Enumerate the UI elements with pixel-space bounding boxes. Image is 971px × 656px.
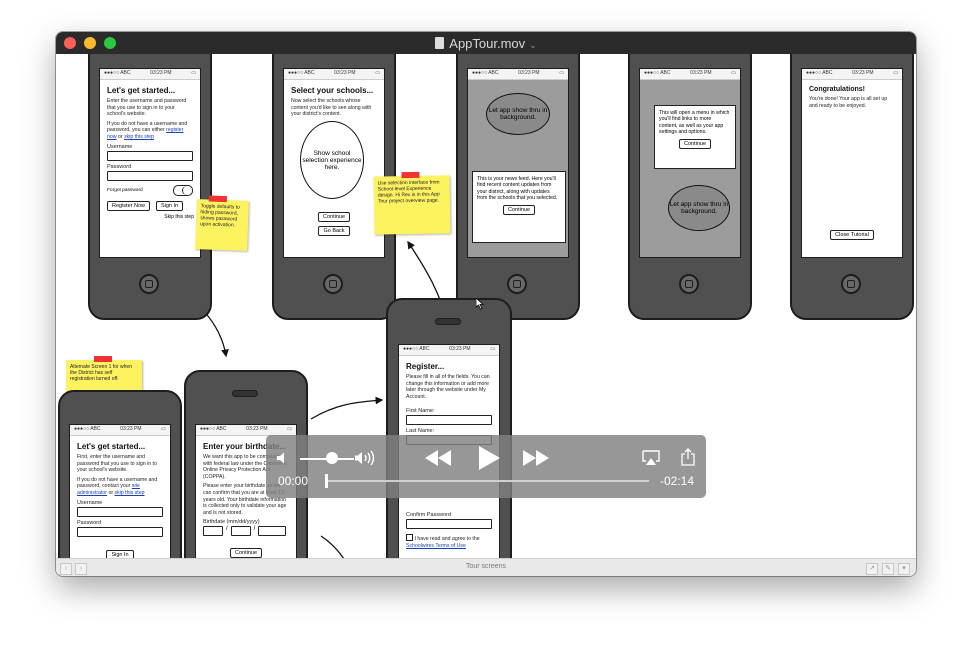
play-icon[interactable]: [477, 445, 501, 471]
volume-low-icon[interactable]: [276, 451, 290, 465]
screen-title: Register...: [406, 362, 445, 371]
share-icon[interactable]: [681, 448, 695, 466]
airplay-icon[interactable]: [642, 450, 660, 466]
continue-button[interactable]: Continue: [317, 212, 351, 222]
username-field[interactable]: [77, 506, 163, 517]
site-administrator-link[interactable]: site administrator: [77, 483, 140, 496]
password-field[interactable]: [77, 526, 163, 537]
screen-title: Let's get started...: [107, 86, 176, 95]
sign-in-button[interactable]: Sign In: [156, 200, 184, 211]
sticky-note-selection: Use selection interface from School-leve…: [373, 171, 451, 235]
playhead[interactable]: [325, 474, 328, 488]
rewind-icon[interactable]: [424, 449, 452, 467]
skip-step-link[interactable]: skip this step: [124, 133, 155, 140]
home-button-icon: [841, 274, 861, 294]
home-button-icon: [507, 274, 527, 294]
password-field[interactable]: [107, 170, 193, 181]
screen-title: Enter your birthdate...: [203, 442, 287, 451]
show-password-toggle[interactable]: [173, 184, 193, 196]
birth-month-field[interactable]: [203, 526, 223, 537]
birth-day-field[interactable]: [230, 526, 251, 537]
mouse-cursor-icon: [476, 298, 484, 310]
toolbar-menu-button[interactable]: ▾: [898, 563, 910, 575]
canvas-bottom-toolbar: ‹ › Tour screens ↗ ✎ ▾: [56, 558, 916, 576]
movie-file-icon: [435, 37, 445, 49]
earpiece: [435, 318, 461, 325]
scrubber-bar[interactable]: [325, 474, 649, 488]
register-now-button[interactable]: Register Now: [107, 200, 151, 211]
username-field[interactable]: [107, 150, 193, 161]
home-button-icon: [679, 274, 699, 294]
screen-title: Congratulations!: [809, 86, 865, 93]
home-button-icon: [323, 274, 343, 294]
skip-step-text: Skip this step: [164, 213, 194, 220]
sticky-note-toggle: Toggle defaults to hiding password, show…: [195, 195, 249, 251]
screen-title: Let's get started...: [77, 442, 146, 451]
toolbar-edit-button[interactable]: ✎: [882, 563, 894, 575]
go-back-button[interactable]: Go Back: [318, 226, 350, 236]
screen-text: Now select the schools whose content you…: [291, 98, 372, 118]
chevron-down-icon: ⌄: [529, 40, 537, 50]
minimize-window-button[interactable]: [84, 37, 96, 49]
home-button-icon: [139, 274, 159, 294]
menu-callout: This will open a menu in which you'll fi…: [654, 105, 736, 169]
screen-text: We want this app to be compliant with fe…: [203, 454, 287, 480]
elapsed-time: 00:00: [278, 474, 309, 488]
continue-button[interactable]: Continue: [678, 138, 712, 150]
toolbar-label: Tour screens: [465, 563, 507, 570]
remaining-time: -02:14: [659, 474, 694, 488]
earpiece: [232, 390, 258, 397]
screen-title: Select your schools...: [291, 86, 374, 95]
app-background-placeholder: Let app show thru in background.: [668, 185, 730, 231]
first-name-field[interactable]: [406, 415, 492, 426]
app-background-placeholder: Let app show thru in background.: [486, 93, 550, 135]
volume-slider[interactable]: [288, 449, 378, 469]
birth-year-field[interactable]: [258, 526, 287, 537]
school-selection-placeholder: Show school selection experience here.: [300, 121, 364, 199]
title-bar: AppTour.mov⌄: [56, 32, 916, 54]
continue-button[interactable]: Continue: [502, 204, 536, 216]
toolbar-action-button[interactable]: ↗: [866, 563, 878, 575]
zoom-window-button[interactable]: [104, 37, 116, 49]
screen-text: Please fill in all of the fields. You ca…: [406, 374, 490, 400]
news-feed-callout: This is your news feed. Here you'll find…: [472, 171, 566, 243]
fast-forward-icon[interactable]: [522, 449, 550, 467]
window-title[interactable]: AppTour.mov⌄: [56, 36, 916, 51]
skip-step-link[interactable]: skip this step: [114, 489, 145, 496]
close-tutorial-button[interactable]: Close Tutorial: [830, 230, 874, 240]
screen-text: First, enter the username and password t…: [77, 454, 157, 474]
terms-of-use-link[interactable]: Schoolwires Terms of Use: [406, 542, 466, 549]
playback-controls: 00:00 -02:14: [266, 435, 706, 498]
continue-button[interactable]: Continue: [229, 548, 263, 559]
scroll-left-button[interactable]: ‹: [60, 563, 72, 575]
screen-text: You're done! Your app is all set up and …: [809, 96, 888, 109]
screen-text: Enter the username and password that you…: [107, 98, 187, 118]
confirm-password-field[interactable]: [406, 519, 492, 530]
register-now-link[interactable]: register now: [107, 127, 184, 140]
volume-high-icon[interactable]: [354, 450, 376, 466]
close-window-button[interactable]: [64, 37, 76, 49]
agree-checkbox[interactable]: [406, 534, 413, 542]
scroll-right-button[interactable]: ›: [75, 563, 87, 575]
